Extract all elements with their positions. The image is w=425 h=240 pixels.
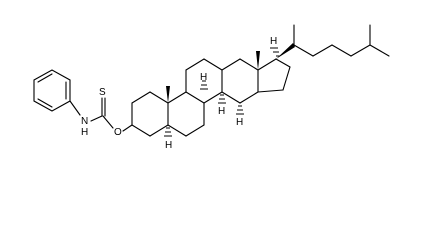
h-c8-label: H xyxy=(200,72,207,83)
h-c9-label: H xyxy=(218,106,225,117)
phenyl-ring xyxy=(33,69,71,112)
nitrogen-label: N xyxy=(81,116,88,127)
steroid-structure-diagram: S N H O H H H H H xyxy=(33,24,390,151)
angular-methyls xyxy=(166,51,260,103)
ring-a xyxy=(131,91,169,137)
thiocarbamate-linker xyxy=(69,97,133,132)
h-c14-label: H xyxy=(236,117,243,128)
ring-b xyxy=(167,91,205,137)
nitrogen-hydrogen-label: H xyxy=(81,127,88,138)
h-c5-label: H xyxy=(165,140,172,151)
ring-d xyxy=(221,58,291,104)
structure-canvas: S N H O H H H H H xyxy=(33,24,390,151)
stereo-hash-bonds xyxy=(164,47,280,137)
oxygen-label: O xyxy=(114,127,122,138)
side-chain xyxy=(276,24,390,59)
h-c17-label: H xyxy=(270,36,277,47)
sulfur-label: S xyxy=(99,87,106,98)
ring-c xyxy=(185,58,223,104)
